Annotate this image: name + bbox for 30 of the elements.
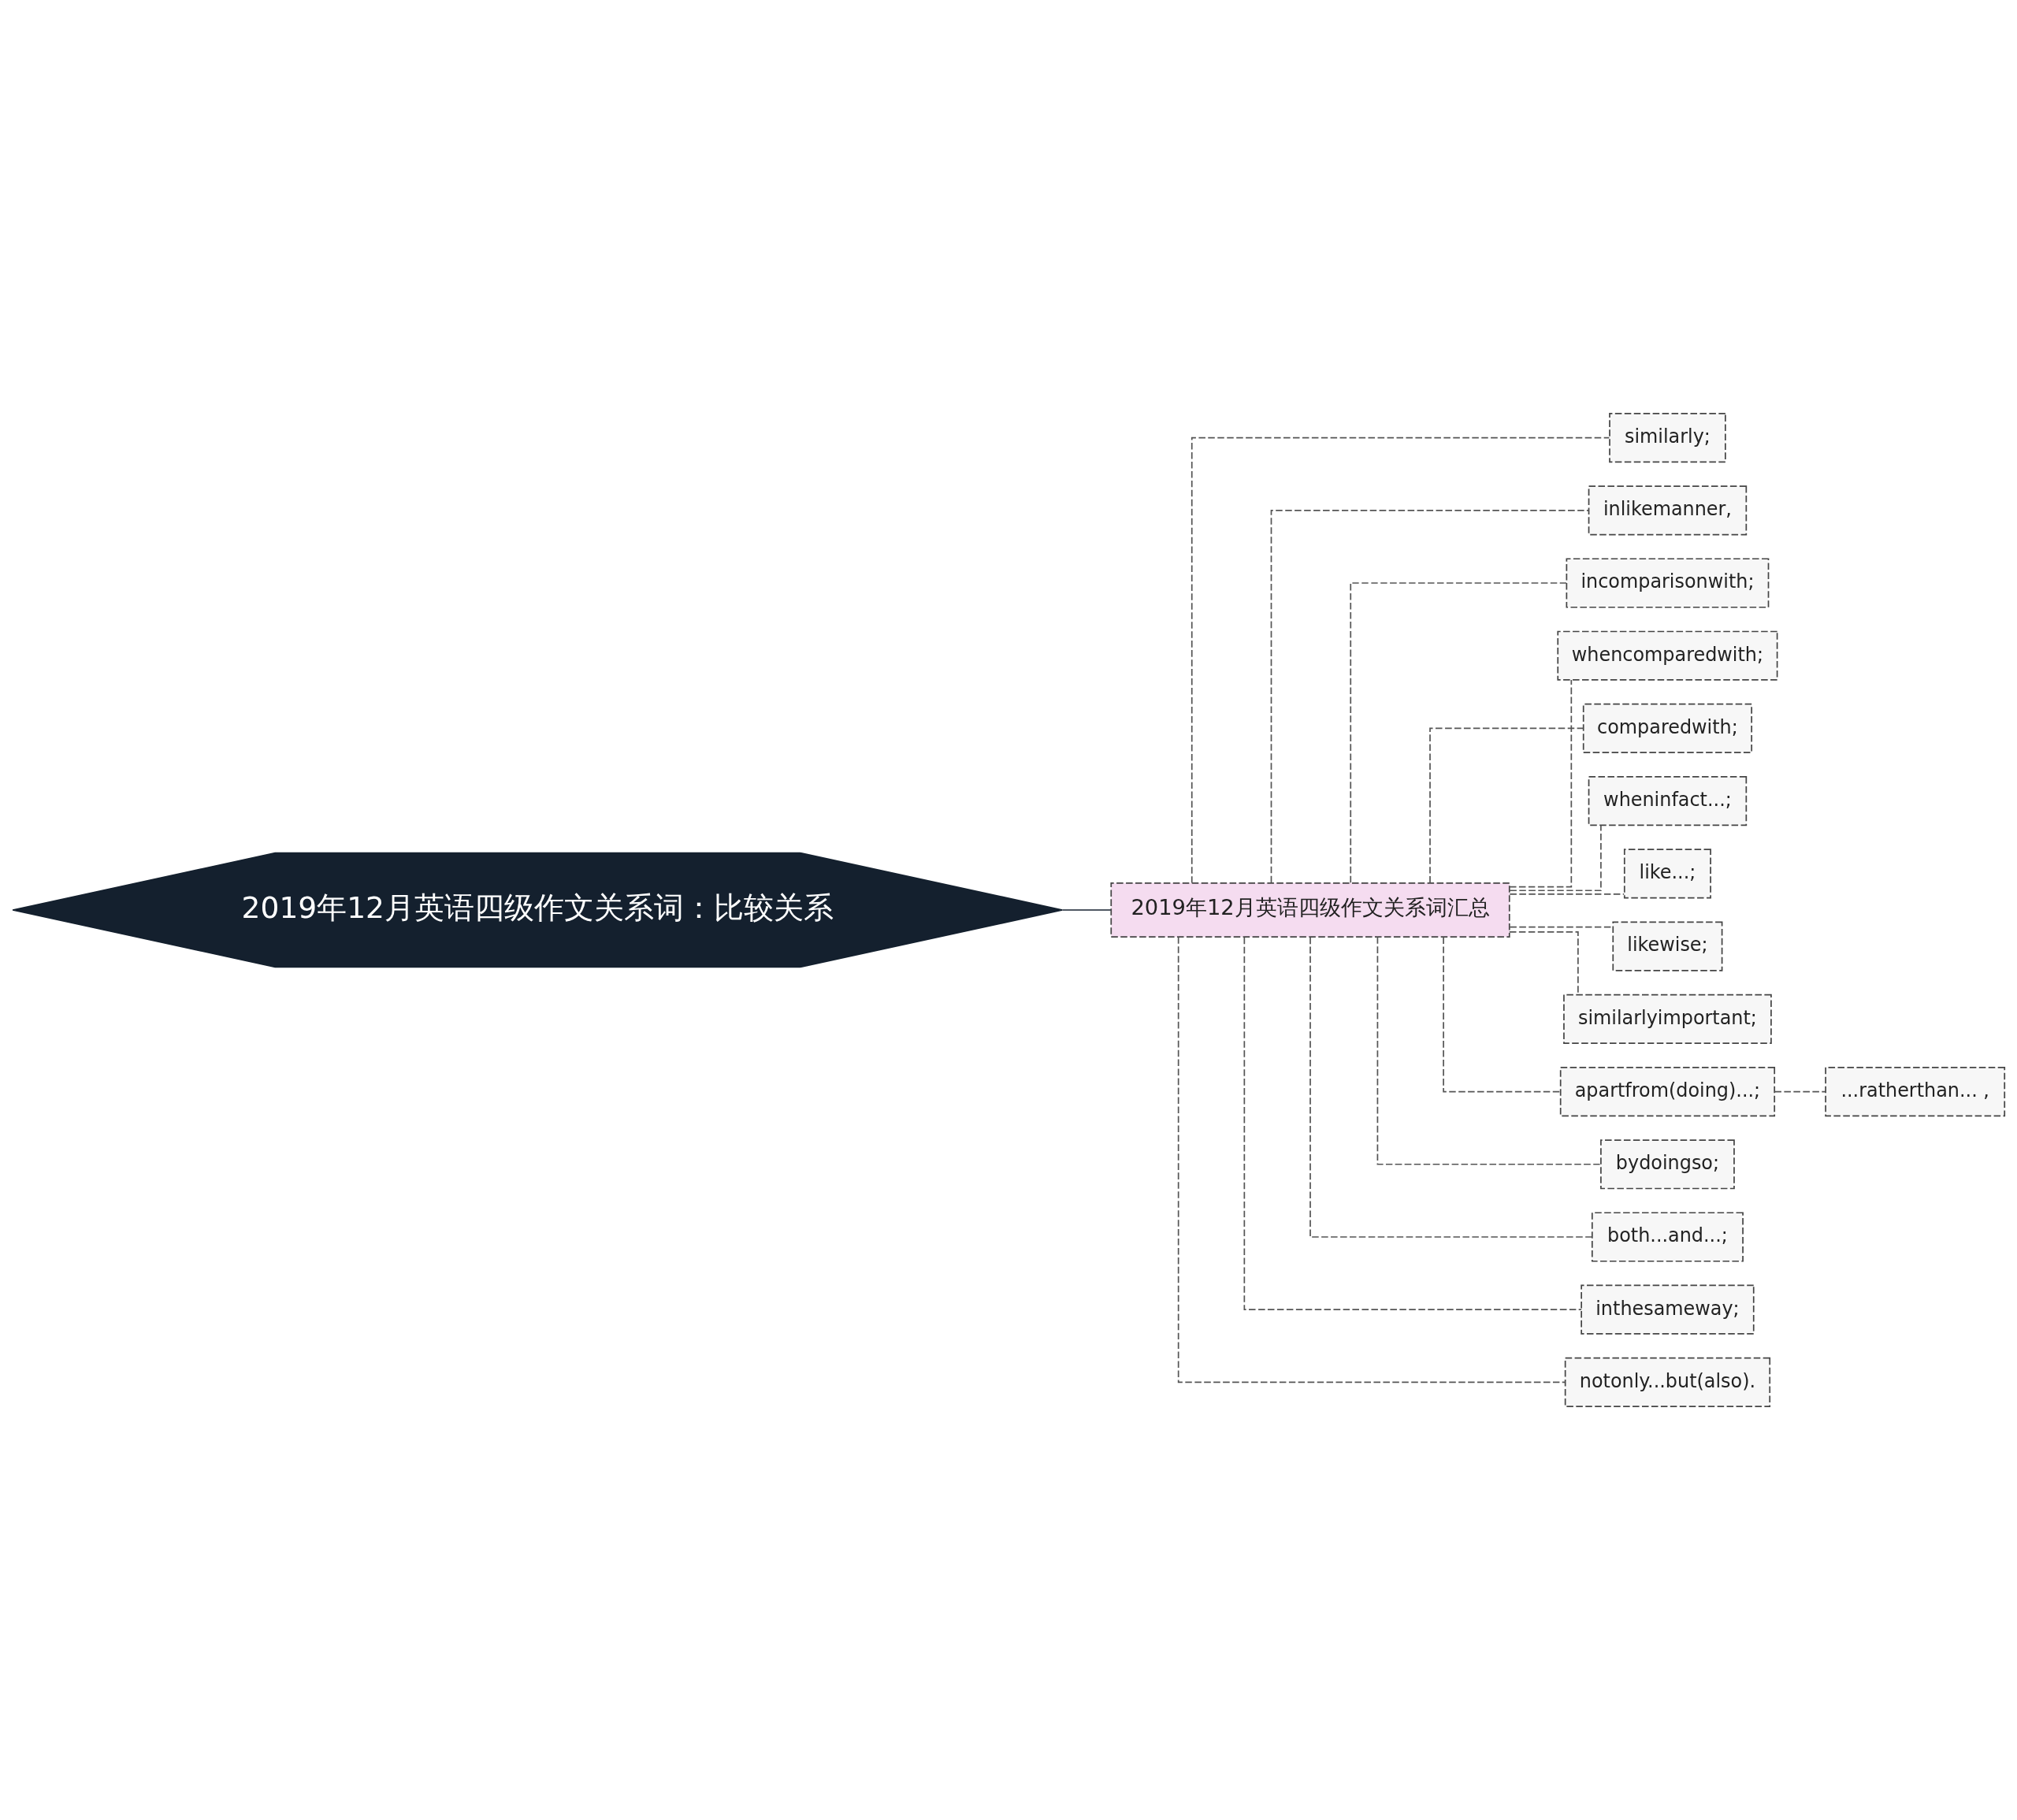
node-box: like...; bbox=[1623, 849, 1711, 899]
connector bbox=[1309, 936, 1593, 1238]
node-box: bydoingso; bbox=[1600, 1139, 1735, 1190]
connector bbox=[1376, 936, 1602, 1165]
connector bbox=[1177, 936, 1566, 1384]
connector bbox=[1270, 509, 1590, 883]
node-box: inlikemanner, bbox=[1588, 485, 1748, 536]
node-box: apartfrom(doing)...; bbox=[1559, 1066, 1776, 1117]
connector bbox=[1243, 937, 1582, 1311]
connector bbox=[1429, 727, 1584, 884]
connector bbox=[1443, 936, 1561, 1093]
node-box: similarlyimportant; bbox=[1563, 994, 1772, 1044]
connector bbox=[1509, 824, 1602, 892]
node-box: notonly...but(also). bbox=[1564, 1357, 1771, 1408]
connector bbox=[1774, 1090, 1826, 1093]
node-box: comparedwith; bbox=[1582, 703, 1753, 754]
node-box: inthesameway; bbox=[1581, 1284, 1755, 1335]
connector bbox=[1508, 679, 1573, 888]
node-box: both...and...; bbox=[1591, 1212, 1744, 1262]
node-box: wheninfact...; bbox=[1588, 776, 1748, 826]
node-box: similarly; bbox=[1609, 412, 1726, 463]
connector bbox=[1061, 909, 1112, 911]
connector bbox=[1350, 582, 1567, 884]
connector bbox=[1509, 893, 1625, 895]
node-box: incomparisonwith; bbox=[1566, 558, 1770, 608]
connector bbox=[1191, 436, 1610, 884]
node-box: likewise; bbox=[1612, 921, 1723, 971]
node-box: ...ratherthan... , bbox=[1825, 1066, 2006, 1117]
node-box: whencomparedwith; bbox=[1557, 630, 1778, 681]
node-box: 2019年12月英语四级作文关系词汇总 bbox=[1110, 882, 1510, 938]
